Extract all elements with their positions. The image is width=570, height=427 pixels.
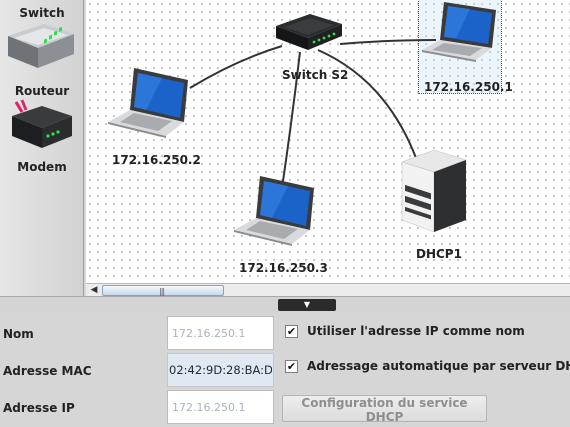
- dhcp-config-button[interactable]: Configuration du service DHCP: [282, 395, 487, 424]
- properties-panel: Nom Adresse MAC Adresse IP ✔ Utiliser l'…: [0, 312, 570, 427]
- palette-label-router: Routeur: [14, 84, 70, 98]
- palette-item-switch[interactable]: Switch: [0, 4, 84, 76]
- network-links: [189, 39, 437, 189]
- switch-icon: [8, 24, 74, 68]
- node-laptop-172-16-250-1[interactable]: [420, 0, 500, 62]
- laptop-icon: [234, 176, 314, 246]
- node-switch-s2[interactable]: [272, 10, 346, 58]
- palette-label-switch: Switch: [19, 6, 65, 20]
- node-label-server: DHCP1: [416, 247, 462, 261]
- panel-divider[interactable]: ▼: [0, 296, 570, 312]
- link-switch-to-laptop-selected: [339, 39, 437, 45]
- palette-item-modem[interactable]: Modem: [0, 158, 84, 188]
- node-laptop-172-16-250-2[interactable]: [106, 66, 192, 138]
- link-switch-to-laptop-left: [189, 45, 283, 89]
- scroll-left-arrow-icon[interactable]: ◀: [90, 285, 98, 295]
- node-laptop-172-16-250-3[interactable]: [232, 174, 318, 246]
- ip-label: Adresse IP: [3, 401, 75, 415]
- laptop-icon: [422, 2, 496, 62]
- auto-dhcp-checkbox[interactable]: ✔: [285, 360, 298, 373]
- node-server-dhcp1[interactable]: [396, 148, 470, 234]
- node-label-laptop-bottom: 172.16.250.3: [239, 261, 328, 275]
- auto-dhcp-label: Adressage automatique par serveur DHCP: [307, 359, 570, 373]
- palette-item-router[interactable]: Routeur: [0, 82, 84, 154]
- canvas-horizontal-scrollbar[interactable]: ◀ |||: [86, 283, 570, 296]
- ip-field[interactable]: [167, 390, 274, 424]
- node-label-laptop-left: 172.16.250.2: [112, 153, 201, 167]
- grip-icon: |||: [159, 287, 165, 296]
- mac-label: Adresse MAC: [3, 364, 92, 378]
- node-label-switch-s2: Switch S2: [282, 68, 349, 82]
- name-label: Nom: [3, 327, 34, 341]
- network-canvas[interactable]: Switch S2 172.16.250.1 1: [86, 0, 570, 283]
- use-ip-as-name-label: Utiliser l'adresse IP comme nom: [307, 324, 525, 338]
- server-icon: [401, 149, 467, 233]
- scrollbar-thumb[interactable]: |||: [102, 285, 224, 296]
- palette-label-modem: Modem: [17, 160, 67, 174]
- use-ip-as-name-checkbox[interactable]: ✔: [285, 325, 298, 338]
- mac-field[interactable]: [167, 353, 274, 387]
- laptop-icon: [108, 68, 188, 138]
- node-label-laptop-selected: 172.16.250.1: [424, 80, 513, 94]
- link-switch-to-laptop-bottom: [281, 51, 301, 189]
- name-field[interactable]: [167, 316, 274, 350]
- collapse-panel-button[interactable]: ▼: [278, 299, 336, 311]
- triangle-down-icon: ▼: [303, 300, 311, 309]
- switch-icon: [276, 14, 342, 50]
- router-icon: [12, 99, 72, 148]
- device-palette: Switch Routeur: [0, 0, 84, 296]
- link-switch-to-server: [317, 49, 417, 159]
